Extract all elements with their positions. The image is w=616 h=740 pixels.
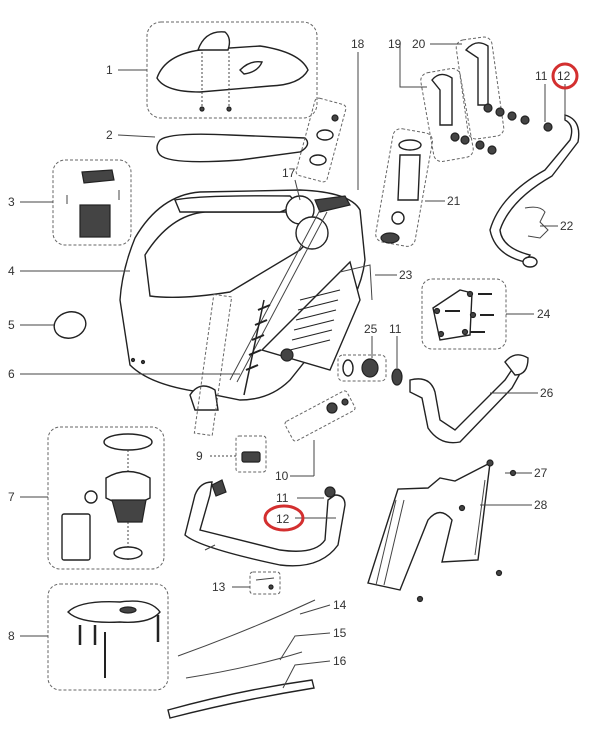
callout-3: 3 [8, 195, 15, 209]
part-10-valve-strip [284, 390, 356, 442]
part-20-elbow-fitting [455, 36, 530, 140]
part-14-cable [177, 599, 316, 657]
callout-17: 17 [282, 166, 296, 180]
callout-24: 24 [537, 307, 551, 321]
part-11-clamp [391, 368, 403, 386]
callout-27: 27 [534, 466, 548, 480]
part-23-wire [339, 264, 373, 301]
part-1-lid-assembly [146, 21, 318, 119]
callout-8: 8 [8, 629, 15, 643]
highlight-circle-12-upper [551, 62, 579, 90]
part-19-elbow-fitting [420, 67, 497, 163]
part-21-float-valve [375, 128, 434, 247]
callout-13: 13 [212, 580, 226, 594]
highlight-circle-12-lower [263, 504, 305, 532]
callout-14: 14 [333, 598, 347, 612]
callout-12-upper: 12 [557, 69, 571, 83]
callout-7: 7 [8, 490, 15, 504]
callout-20: 20 [412, 37, 426, 51]
callout-4: 4 [8, 264, 15, 278]
part-13-bracket [249, 571, 281, 595]
callout-6: 6 [8, 367, 15, 381]
callout-9: 9 [196, 449, 203, 463]
callout-22: 22 [560, 219, 574, 233]
callout-15: 15 [333, 626, 347, 640]
part-2-gasket [156, 133, 309, 163]
part-22-hose-clip [524, 206, 549, 239]
callout-5: 5 [8, 318, 15, 332]
callout-28: 28 [534, 498, 548, 512]
part-24-cover-plate-assembly [421, 278, 507, 350]
part-16-cable [167, 679, 315, 719]
callout-10: 10 [275, 469, 289, 483]
part-8-motor-mount-plate [47, 583, 169, 691]
part-3-filter-assembly [52, 159, 132, 246]
callout-19: 19 [388, 37, 402, 51]
part-25-fitting [337, 354, 387, 382]
callout-12-lower: 12 [276, 512, 290, 526]
callout-11-lower: 11 [276, 491, 289, 505]
part-5-plug [53, 311, 87, 339]
part-26-drain-hose [409, 354, 529, 444]
part-4-tank-body [119, 189, 366, 437]
callout-11-mid: 11 [389, 322, 402, 336]
part-12-drain-hose-lower [184, 479, 346, 567]
callout-2: 2 [106, 128, 113, 142]
part-9-clip [235, 435, 267, 473]
callout-1: 1 [106, 63, 113, 77]
callout-25: 25 [364, 322, 378, 336]
callout-23: 23 [399, 268, 413, 282]
part-7-vacuum-motor-assembly [47, 426, 165, 570]
callout-11-upper: 11 [535, 69, 548, 83]
part-28-side-panel [367, 459, 503, 603]
callout-16: 16 [333, 654, 347, 668]
part-18-valve-gasket-set [295, 97, 347, 183]
callout-26: 26 [540, 386, 554, 400]
part-12-recovery-hose-upper [489, 114, 580, 268]
callout-21: 21 [447, 194, 461, 208]
part-15-cable [185, 651, 303, 679]
callout-18: 18 [351, 37, 365, 51]
